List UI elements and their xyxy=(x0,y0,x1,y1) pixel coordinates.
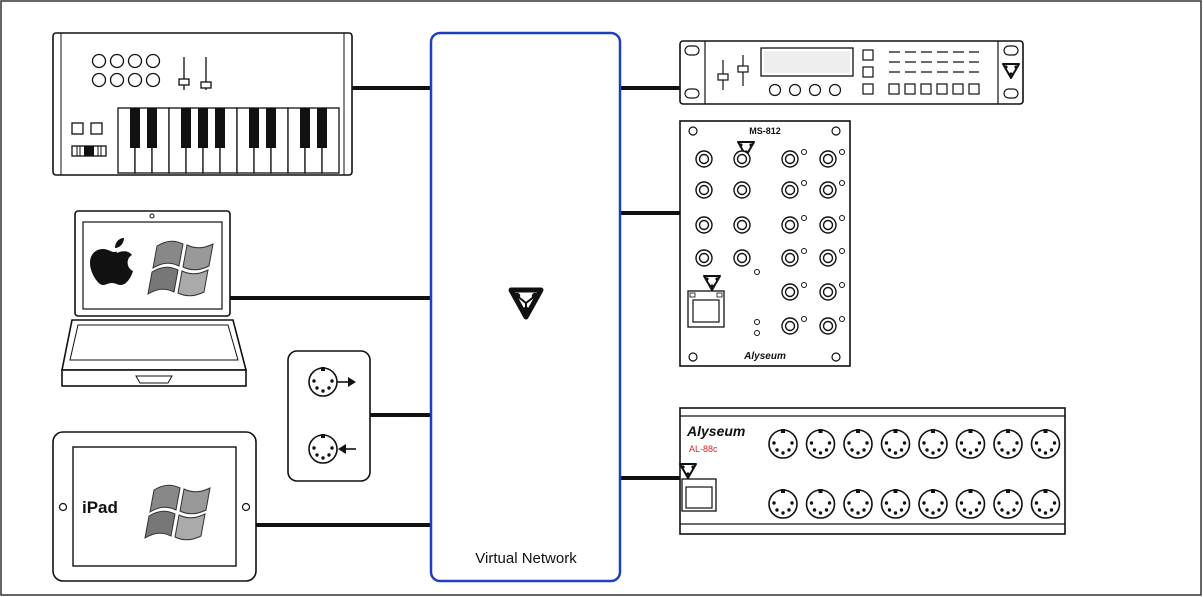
jack-socket xyxy=(781,216,799,234)
jack-socket xyxy=(781,181,799,199)
black-key xyxy=(249,108,259,148)
din-connector-icon xyxy=(993,488,1023,519)
apple-logo-icon xyxy=(90,238,133,285)
jack-socket xyxy=(733,249,751,267)
din-connector-icon xyxy=(843,488,873,519)
jack-socket xyxy=(781,249,799,267)
led xyxy=(801,282,807,288)
led xyxy=(801,248,807,254)
jack-socket xyxy=(819,181,837,199)
black-key xyxy=(130,108,140,148)
jack-socket xyxy=(695,216,713,234)
al88c-interface-icon: Alyseum AL-88c xyxy=(679,407,1066,535)
midi-in-connector-icon xyxy=(308,433,338,464)
din-connector-icon xyxy=(768,488,798,519)
jack-socket xyxy=(781,317,799,335)
din-connector-icon xyxy=(1030,428,1061,459)
din-connector-icon xyxy=(918,428,948,459)
black-key xyxy=(317,108,327,148)
ipad-label: iPad xyxy=(82,498,118,517)
din-connector-icon xyxy=(993,428,1023,459)
din-connector-icon xyxy=(880,428,911,459)
black-key xyxy=(266,108,276,148)
jack-socket xyxy=(733,181,751,199)
din-connector-icon xyxy=(843,428,873,459)
tablet-icon: iPad xyxy=(52,431,257,582)
midi-out-connector-icon xyxy=(308,366,338,397)
black-key xyxy=(215,108,225,148)
jack-socket xyxy=(733,150,751,168)
led xyxy=(801,149,807,155)
din-connector-icon xyxy=(805,428,836,459)
keyboard-keys xyxy=(117,107,340,174)
ms812-brand: Alyseum xyxy=(743,351,786,362)
led xyxy=(839,215,845,221)
virtual-network-label: Virtual Network xyxy=(475,550,577,567)
jack-socket xyxy=(733,216,751,234)
jack-socket xyxy=(781,150,799,168)
din-connector-icon xyxy=(880,488,911,519)
virtual-network-box: Virtual Network xyxy=(429,31,622,583)
connection-lines xyxy=(230,86,680,527)
ms812-jacks xyxy=(695,149,845,335)
jack-socket xyxy=(695,249,713,267)
din-connector-icon xyxy=(768,428,798,459)
black-key xyxy=(198,108,208,148)
jack-socket xyxy=(819,283,837,301)
led xyxy=(839,180,845,186)
jack-socket xyxy=(819,150,837,168)
led xyxy=(839,149,845,155)
jack-socket xyxy=(695,150,713,168)
led xyxy=(839,282,845,288)
led xyxy=(839,316,845,322)
black-key xyxy=(147,108,157,148)
jack-socket xyxy=(695,181,713,199)
midi-in-out-icon xyxy=(287,350,371,482)
din-connector-icon xyxy=(918,488,948,519)
al88c-model: AL-88c xyxy=(689,444,718,454)
laptop-icon xyxy=(61,210,248,387)
black-key xyxy=(181,108,191,148)
jack-socket xyxy=(819,317,837,335)
din-connector-icon xyxy=(1030,488,1061,519)
jack-socket xyxy=(781,283,799,301)
din-connector-icon xyxy=(955,428,986,459)
midi-keyboard-icon xyxy=(52,32,353,176)
ms812-title: MS-812 xyxy=(749,126,781,136)
led xyxy=(801,180,807,186)
led xyxy=(839,248,845,254)
led xyxy=(801,215,807,221)
din-connector-icon xyxy=(955,488,986,519)
al88c-brand: Alyseum xyxy=(686,423,745,439)
din-connector-icon xyxy=(805,488,836,519)
jack-socket xyxy=(819,216,837,234)
network-hub-icon xyxy=(508,287,544,320)
led xyxy=(801,316,807,322)
ms812-module-icon: MS-812 Alyseum xyxy=(679,120,851,367)
black-key xyxy=(300,108,310,148)
jack-socket xyxy=(819,249,837,267)
rack-synth-icon xyxy=(679,40,1024,105)
